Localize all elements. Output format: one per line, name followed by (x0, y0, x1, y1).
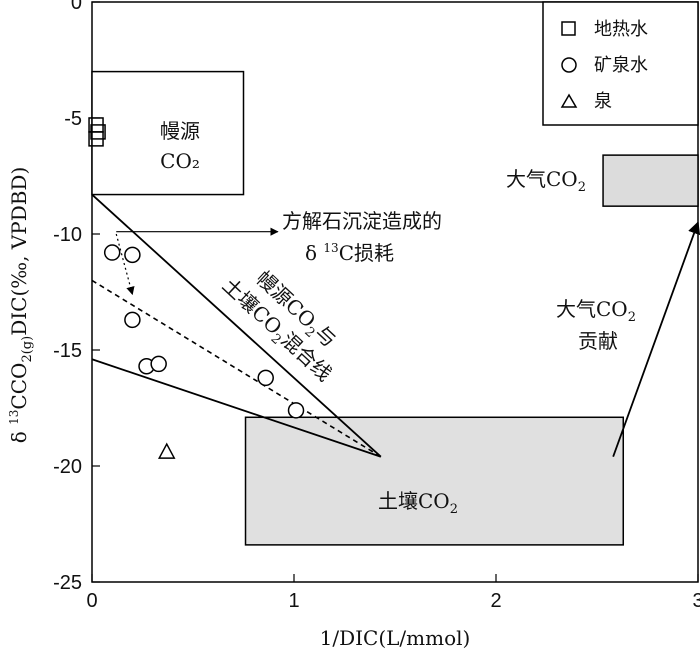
geothermal-point (88, 131, 104, 147)
atmosphere-label: 大气CO2 (506, 167, 586, 195)
x-tick-label: 1 (288, 590, 299, 612)
mineral-water-point (103, 244, 121, 261)
y-tick-label: -25 (53, 572, 82, 594)
mineral-water-point (150, 355, 167, 373)
atm-contribution-line1: 大气CO2 (556, 297, 636, 325)
depletion-label-line2: δ 13C损耗 (305, 241, 394, 265)
y-tick-label: -15 (53, 340, 82, 362)
mineral-water-point (257, 369, 274, 387)
x-axis-title: 1/DIC(L/mmol) (320, 626, 471, 650)
x-tick-label: 0 (86, 590, 97, 612)
y-axis-title: δ 13CCO2(g)DIC(‰, VPDBD) (7, 167, 35, 444)
soil-co2-box (244, 416, 625, 546)
mantle-co2-box (91, 70, 245, 196)
legend: 地热水 矿泉水 泉 (542, 1, 699, 126)
y-tick-label: -10 (53, 224, 82, 246)
legend-label-spring: 泉 (594, 91, 612, 112)
legend-marker-triangle (560, 93, 578, 108)
legend-marker-circle (561, 57, 577, 73)
mixing-line-lower (91, 358, 382, 458)
mixing-line-dashed (91, 279, 382, 458)
depletion-arrow-dotted (115, 233, 135, 296)
y-tick-label: 0 (71, 0, 82, 14)
atmosphere-co2-box (602, 154, 699, 207)
mantle-label-line1: 幔源 (160, 119, 200, 143)
depletion-label-line1: 方解石沉淀造成的 (282, 209, 442, 233)
legend-label-geothermal: 地热水 (594, 19, 648, 40)
mineral-water-point (287, 402, 305, 419)
y-tick-label: -5 (64, 108, 82, 130)
spring-point (157, 442, 176, 459)
mineral-water-point (124, 311, 141, 329)
atm-contribution-line2: 贡献 (578, 329, 618, 353)
x-axis-ticks: 0 1 2 3 (86, 574, 700, 612)
data-points (88, 117, 305, 459)
legend-label-mineral: 矿泉水 (594, 55, 648, 76)
soil-label: 土壤CO2 (378, 489, 458, 517)
legend-marker-square (561, 21, 576, 36)
y-tick-label: -20 (53, 456, 82, 478)
mineral-water-point (124, 246, 141, 264)
x-tick-label: 2 (490, 590, 501, 612)
mixing-line-upper (91, 193, 382, 458)
atmosphere-contribution-arrow (612, 221, 700, 458)
y-axis-ticks: 0 -5 -10 -15 -20 -25 (53, 0, 100, 594)
x-tick-label: 3 (692, 590, 700, 612)
mantle-label-line2: CO₂ (160, 149, 200, 173)
